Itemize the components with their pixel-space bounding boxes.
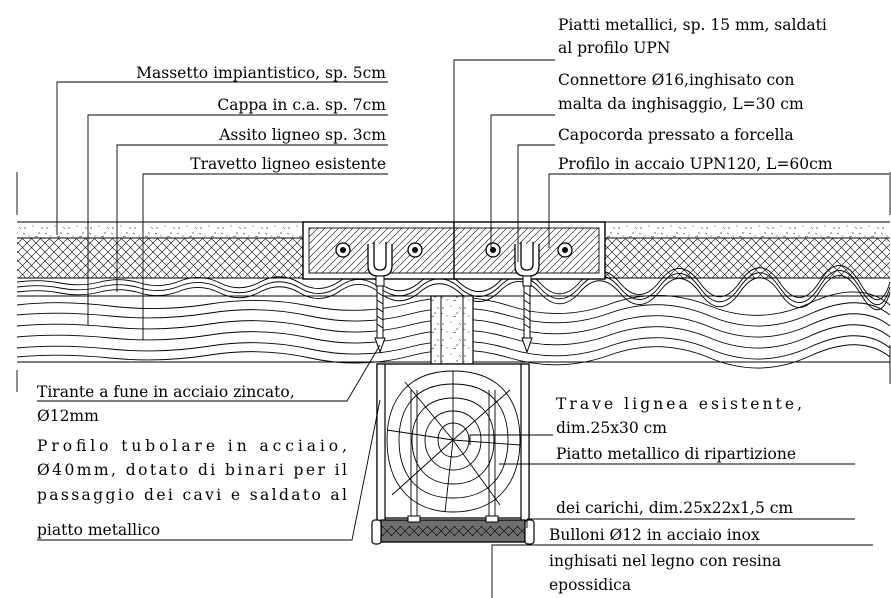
label-piatti-line2: al profilo UPN bbox=[558, 39, 670, 57]
label-tirante-line2: Ø12mm bbox=[37, 407, 99, 425]
label-travetto: Travetto ligneo esistente bbox=[190, 155, 386, 173]
annotations: Piatti metallici, sp. 15 mm, saldati al … bbox=[37, 16, 833, 594]
label-tubolare-line1: Profilo tubolare in acciaio, bbox=[37, 437, 347, 455]
label-bulloni-line1: Bulloni Ø12 in acciaio inox bbox=[549, 526, 760, 544]
label-bulloni-line3: epossidica bbox=[549, 576, 631, 594]
fork-terminals bbox=[367, 242, 540, 287]
label-connettore-line2: malta da inghisaggio, L=30 cm bbox=[558, 95, 804, 113]
label-tubolare-line3: passaggio dei cavi e saldato al bbox=[37, 486, 347, 504]
label-profilo-upn: Profilo in accaio UPN120, L=60cm bbox=[558, 155, 833, 173]
label-ripartizione-line1: Piatto metallico di ripartizione bbox=[556, 445, 796, 463]
label-piatti-line1: Piatti metallici, sp. 15 mm, saldati bbox=[558, 16, 827, 34]
timber-beam bbox=[376, 363, 530, 520]
label-tubolare-line2: Ø40mm, dotato di binari per il bbox=[37, 461, 347, 479]
label-trave-line2: dim.25x30 cm bbox=[556, 419, 667, 437]
concrete-rib bbox=[430, 295, 474, 365]
label-cappa: Cappa in c.a. sp. 7cm bbox=[217, 96, 386, 114]
label-ripartizione-line2: dei carichi, dim.25x22x1,5 cm bbox=[556, 499, 793, 517]
label-massetto: Massetto impiantistico, sp. 5cm bbox=[136, 64, 386, 82]
label-trave-line1: Trave lignea esistente, bbox=[556, 395, 802, 413]
connector-bolts bbox=[335, 242, 573, 258]
tie-rods bbox=[374, 285, 533, 354]
label-capocorda: Capocorda pressato a forcella bbox=[558, 126, 794, 144]
distribution-plate bbox=[371, 515, 535, 545]
label-bulloni-line2: inghisati nel legno con resina bbox=[549, 552, 781, 570]
leader-lines bbox=[37, 59, 889, 598]
label-connettore-line1: Connettore Ø16,inghisato con bbox=[558, 71, 794, 89]
label-tubolare-line4: piatto metallico bbox=[37, 521, 160, 539]
label-tirante-line1: Tirante a fune in acciaio zincato, bbox=[37, 383, 295, 401]
label-assito: Assito ligneo sp. 3cm bbox=[218, 126, 386, 144]
